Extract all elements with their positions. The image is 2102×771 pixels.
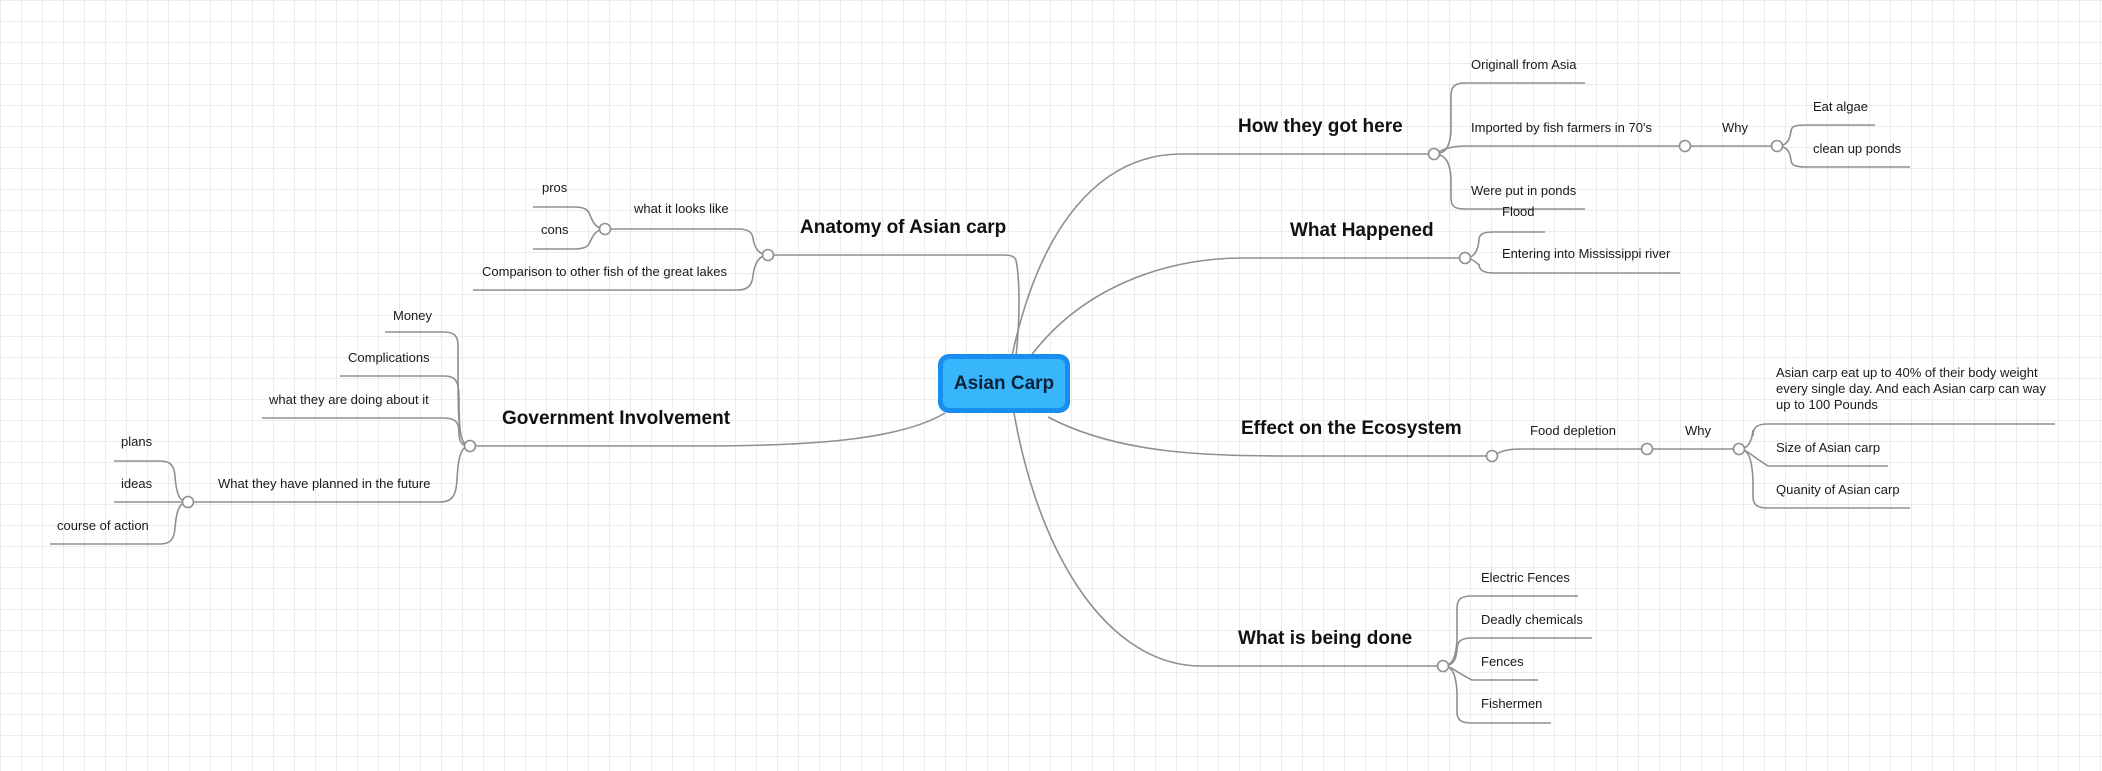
subtopic-what-they-are-doing[interactable]: what they are doing about it [269,392,429,407]
subtopic-eat-algae[interactable]: Eat algae [1813,99,1868,114]
subtopic-eat-40-percent[interactable]: Asian carp eat up to 40% of their body w… [1776,365,2047,412]
topic-what-happened[interactable]: What Happened [1290,220,1434,241]
subtopic-plans[interactable]: plans [121,434,153,449]
subtopic-cons[interactable]: cons [541,222,569,237]
subtopic-size[interactable]: Size of Asian carp [1776,440,1881,455]
junction-anatomy [761,248,775,262]
subtopic-mississippi[interactable]: Entering into Mississippi river [1502,246,1671,261]
connector-government [470,412,946,447]
subtopic-quanity[interactable]: Quanity of Asian carp [1776,482,1900,497]
junction-why-food [1732,442,1746,456]
junction-what-happened [1458,251,1472,265]
junction-planned [181,495,195,509]
topic-government-involvement[interactable]: Government Involvement [502,408,731,429]
connector-what-done [1013,412,1443,667]
subtopic-electric-fences[interactable]: Electric Fences [1481,570,1570,585]
subtopic-comparison[interactable]: Comparison to other fish of the great la… [482,264,727,279]
topic-anatomy[interactable]: Anatomy of Asian carp [800,217,1007,238]
connector-anatomy [768,254,1020,357]
junction-government [463,439,477,453]
topic-effect-on-ecosystem[interactable]: Effect on the Ecosystem [1241,418,1462,439]
connector-how-they-got-here [1011,153,1434,357]
subtopic-fishermen[interactable]: Fishermen [1481,696,1543,711]
junction-food-depletion [1640,442,1654,456]
subtopic-ideas[interactable]: ideas [121,476,153,491]
subtopic-food-depletion[interactable]: Food depletion [1530,423,1617,438]
junction-effect [1485,449,1499,463]
topic-how-they-got-here[interactable]: How they got here [1238,116,1403,137]
junction-imported [1678,139,1692,153]
subtopic-flood[interactable]: Flood [1502,204,1535,219]
subtopic-fences[interactable]: Fences [1481,654,1524,669]
junction-looks [598,222,612,236]
subtopic-deadly-chemicals[interactable]: Deadly chemicals [1481,612,1583,627]
subtopic-money[interactable]: Money [393,308,433,323]
subtopic-originally-from-asia[interactable]: Originall from Asia [1471,57,1577,72]
junction-how-they-got-here [1427,147,1441,161]
subtopic-imported[interactable]: Imported by fish farmers in 70's [1471,120,1652,135]
subtopic-why[interactable]: Why [1685,423,1711,438]
subtopic-course-of-action[interactable]: course of action [57,518,149,533]
subtopic-clean-up-ponds[interactable]: clean up ponds [1813,141,1902,156]
subtopic-pros[interactable]: pros [542,180,568,195]
subtopic-put-in-ponds[interactable]: Were put in ponds [1471,183,1577,198]
junction-why-imported [1770,139,1784,153]
subtopic-why[interactable]: Why [1722,120,1748,135]
root-topic[interactable]: Asian Carp [938,354,1070,413]
subtopic-complications[interactable]: Complications [348,350,430,365]
connector-what-happened [1029,257,1465,358]
junction-what-done [1436,659,1450,673]
connector-effect [1047,416,1492,457]
subtopic-what-it-looks-like[interactable]: what it looks like [634,201,729,216]
subtopic-planned-future[interactable]: What they have planned in the future [218,476,431,491]
topic-what-is-being-done[interactable]: What is being done [1238,628,1413,649]
